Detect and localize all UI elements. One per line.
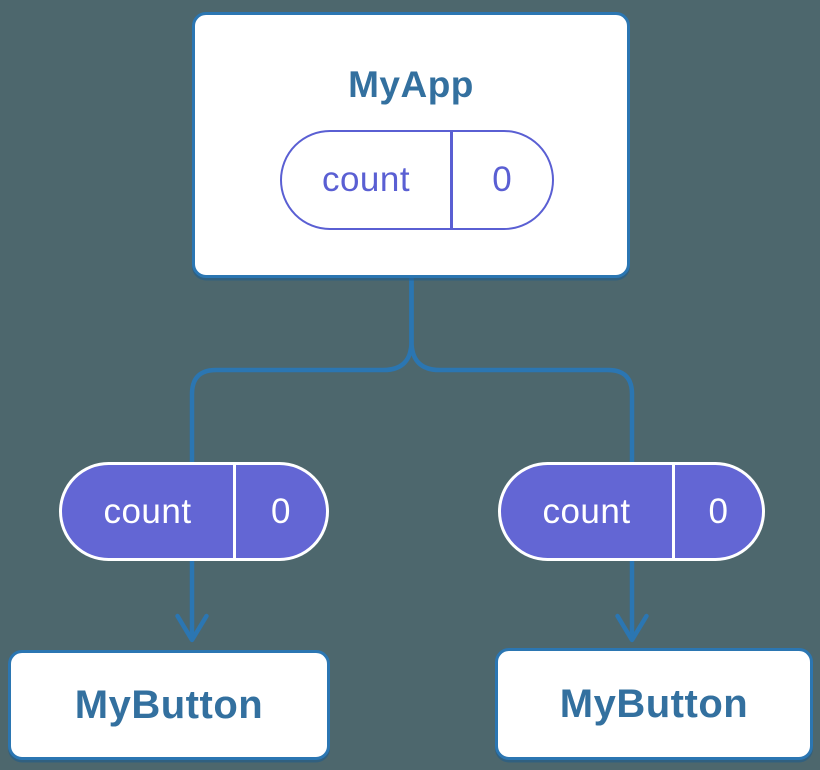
arrowhead-right-icon [615, 613, 649, 643]
child-component-title: MyButton [559, 682, 749, 726]
pill-divider [233, 465, 236, 558]
prop-pill-value: 0 [708, 491, 729, 531]
prop-pill-left: count 0 [59, 462, 329, 561]
pill-divider [672, 465, 675, 558]
root-component-box: MyApp count 0 [192, 12, 630, 278]
state-pill-value: 0 [492, 160, 513, 199]
root-state-pill: count 0 [280, 130, 554, 230]
connector-right-branch [409, 276, 635, 640]
prop-pill-value: 0 [271, 491, 291, 531]
state-pill-label: count [321, 160, 411, 199]
child-component-box-right: MyButton [495, 648, 813, 760]
root-component-title: MyApp [348, 64, 474, 105]
pill-divider [450, 132, 453, 228]
arrowhead-left-icon [175, 613, 209, 643]
child-component-title: MyButton [74, 683, 264, 727]
prop-pill-label: count [103, 491, 192, 531]
prop-pill-right: count 0 [498, 462, 765, 561]
prop-pill-label: count [542, 491, 631, 531]
child-component-box-left: MyButton [8, 650, 330, 760]
connector-left-branch [189, 276, 414, 640]
